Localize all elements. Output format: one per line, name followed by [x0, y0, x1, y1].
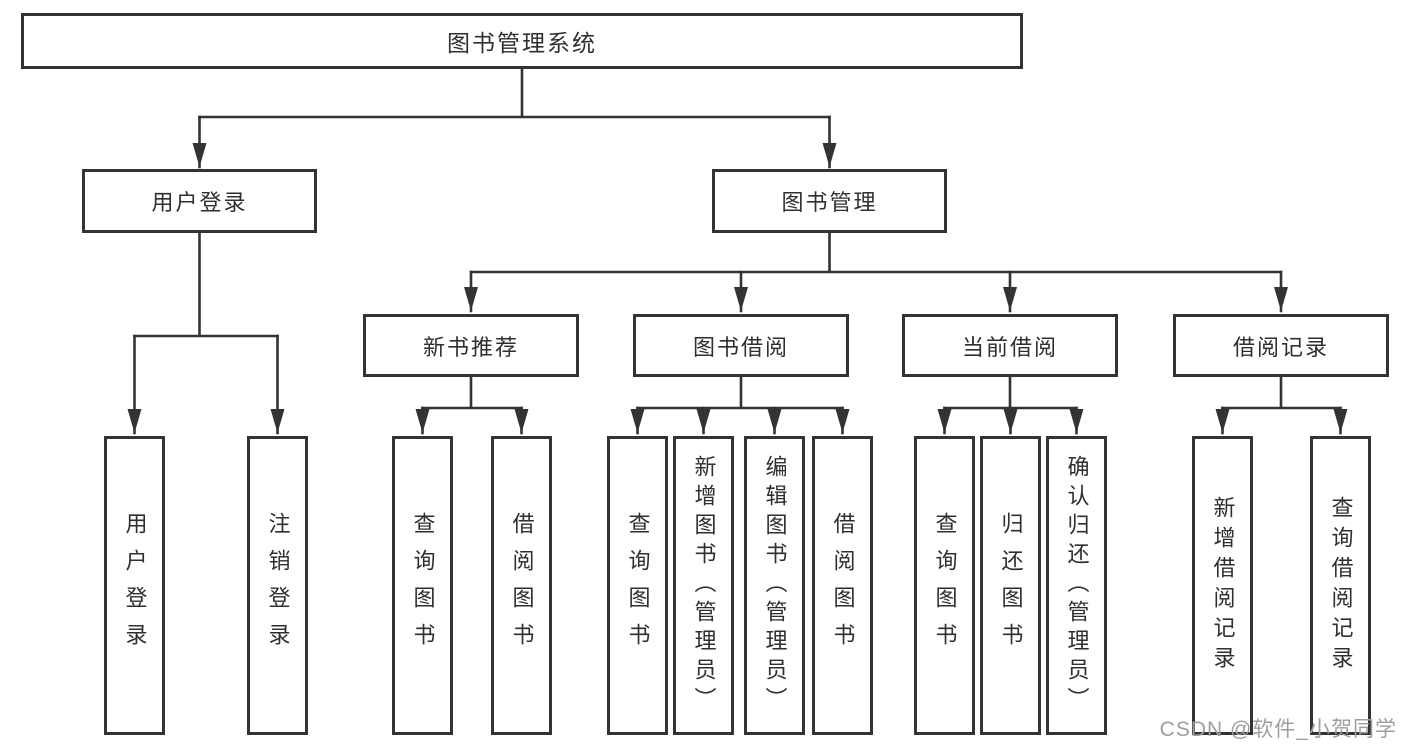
leaf-query-books-newbooks: 查询图书	[392, 436, 453, 735]
leaf-query-books-current: 查询图书	[914, 436, 975, 735]
leaf-confirm-return-admin-label: 确认归还（管理员）	[1064, 455, 1090, 716]
node-borrowing-records: 借阅记录	[1173, 314, 1389, 377]
leaf-user-login-label: 用户登录	[122, 511, 148, 660]
leaf-return-books-label: 归还图书	[998, 511, 1024, 660]
leaf-edit-books-admin-label: 编辑图书（管理员）	[762, 455, 788, 716]
leaf-borrow-books-borrowing: 借阅图书	[812, 436, 873, 735]
node-user-login: 用户登录	[82, 169, 317, 233]
node-new-book-recommend: 新书推荐	[363, 314, 579, 377]
leaf-add-books-admin: 新增图书（管理员）	[673, 436, 734, 735]
leaf-confirm-return-admin: 确认归还（管理员）	[1046, 436, 1107, 735]
connector-root-to-level2	[192, 67, 837, 169]
connector-new-books-children	[415, 375, 529, 435]
connector-records-children	[1215, 375, 1348, 435]
node-current-borrowing: 当前借阅	[902, 314, 1118, 377]
node-book-borrowing: 图书借阅	[633, 314, 849, 377]
leaf-query-books-borrowing: 查询图书	[607, 436, 668, 735]
leaf-edit-books-admin: 编辑图书（管理员）	[744, 436, 805, 735]
connector-borrowing-children	[630, 375, 850, 435]
leaf-query-borrow-record-label: 查询借阅记录	[1328, 495, 1354, 676]
leaf-add-books-admin-label: 新增图书（管理员）	[691, 455, 717, 716]
leaf-query-books-current-label: 查询图书	[932, 511, 958, 660]
leaf-query-borrow-record: 查询借阅记录	[1310, 436, 1371, 735]
leaf-borrow-books-newbooks: 借阅图书	[491, 436, 552, 735]
connector-user-login-children	[127, 231, 285, 435]
leaf-add-borrow-record-label: 新增借阅记录	[1210, 495, 1236, 676]
leaf-borrow-books-newbooks-label: 借阅图书	[509, 511, 535, 660]
leaf-add-borrow-record: 新增借阅记录	[1192, 436, 1253, 735]
leaf-query-books-newbooks-label: 查询图书	[410, 511, 436, 660]
leaf-user-login: 用户登录	[104, 436, 165, 735]
leaf-borrow-books-borrowing-label: 借阅图书	[830, 511, 856, 660]
leaf-logout-label: 注销登录	[265, 511, 291, 660]
connector-book-mgmt-to-level3	[464, 231, 1288, 313]
node-library-system: 图书管理系统	[21, 13, 1023, 69]
leaf-logout: 注销登录	[247, 436, 308, 735]
leaf-query-books-borrowing-label: 查询图书	[625, 511, 651, 660]
watermark: CSDN @软件_小贺同学	[1159, 718, 1397, 741]
leaf-return-books: 归还图书	[980, 436, 1041, 735]
connector-current-children	[937, 375, 1084, 435]
node-book-management: 图书管理	[712, 169, 947, 233]
